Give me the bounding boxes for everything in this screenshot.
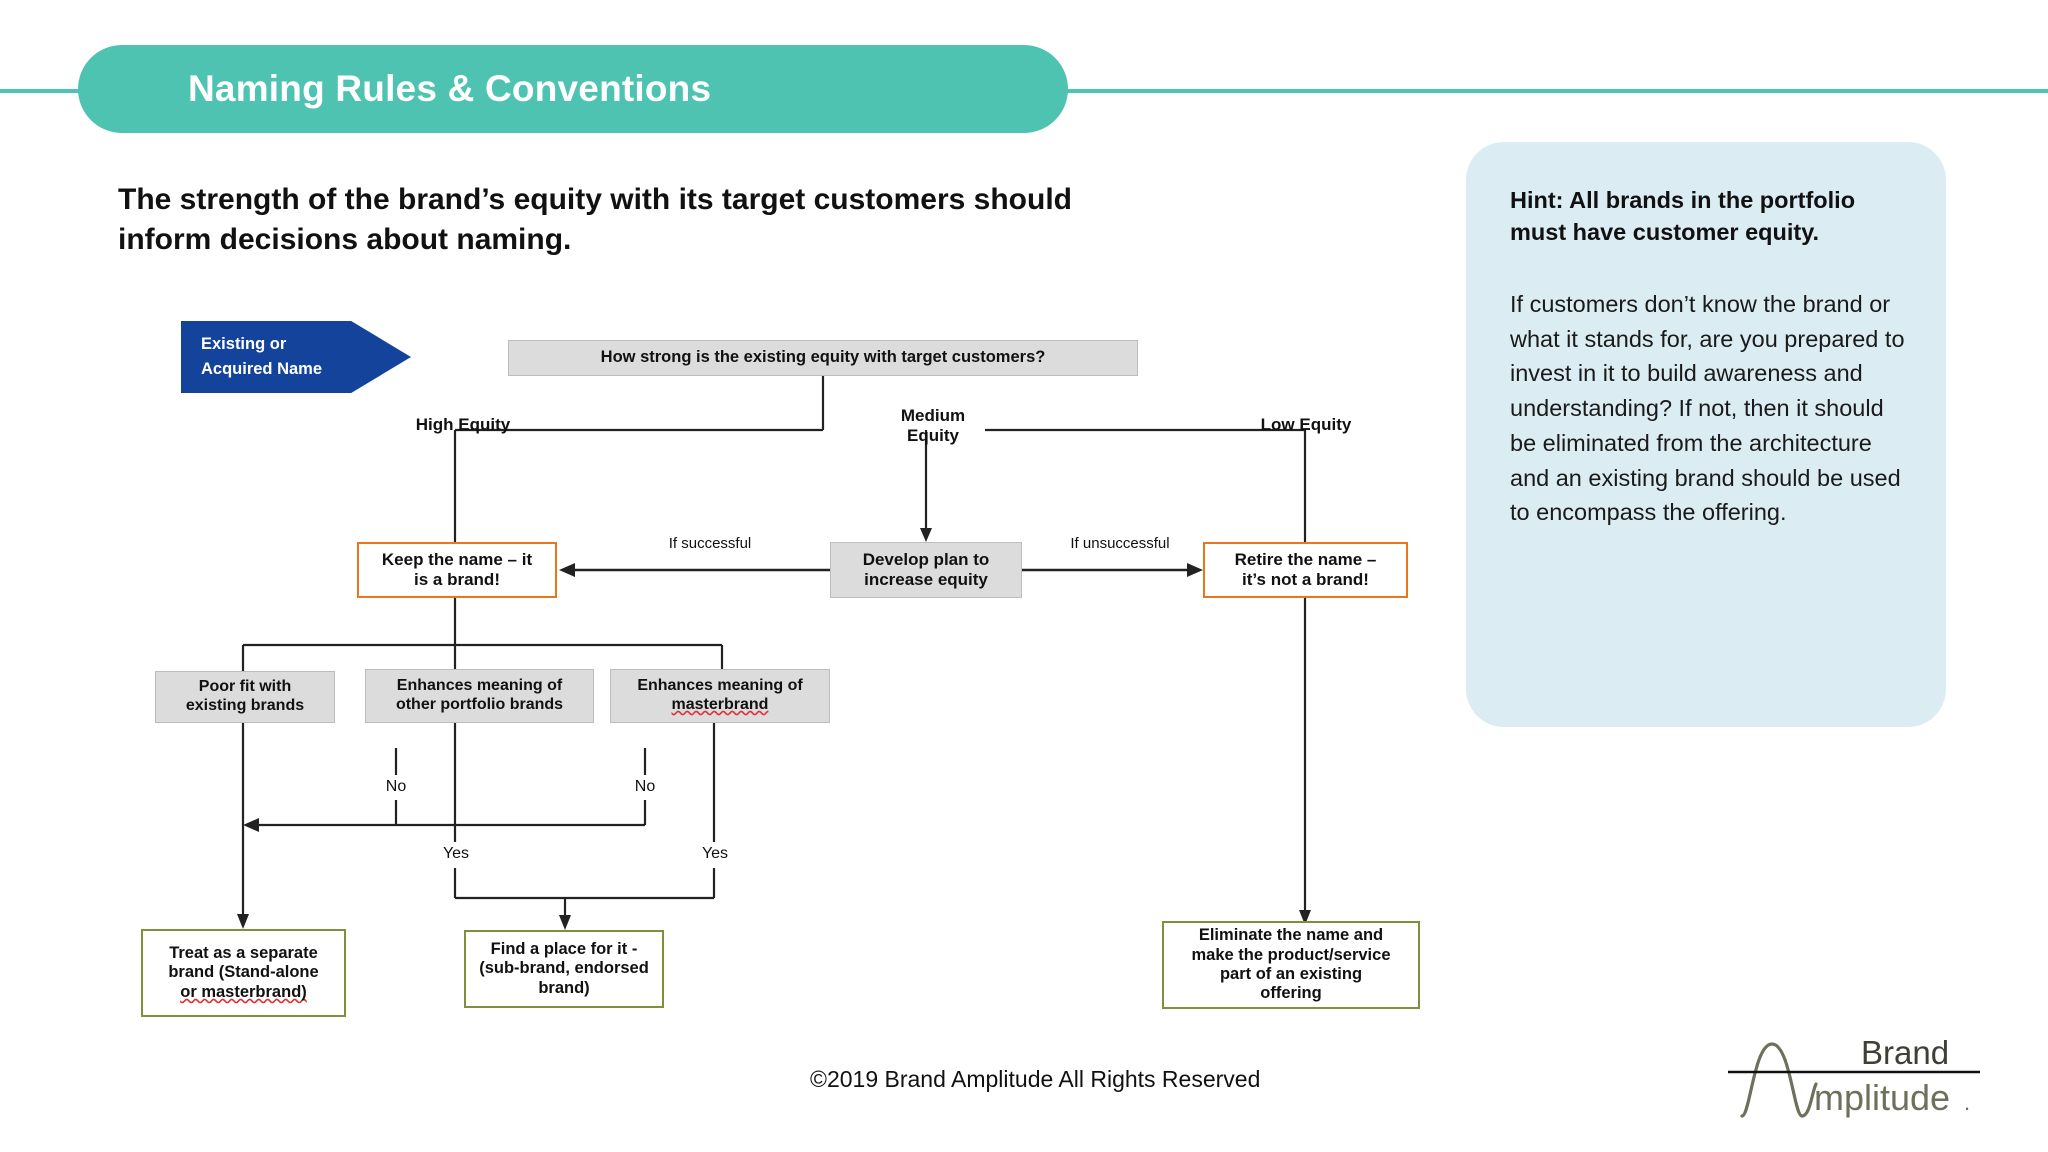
node-other-portfolio-line-2: other portfolio brands: [395, 696, 564, 713]
question-text: How strong is the existing equity with t…: [600, 348, 1046, 367]
node-poor-fit-line-2: existing brands: [185, 697, 305, 714]
node-find-line-2: (sub-brand, endorsed: [479, 959, 649, 978]
start-banner-line-2: Acquired Name: [201, 360, 323, 378]
logo-word-brand: Brand: [1861, 1034, 1949, 1071]
node-eliminate-line-2: make the product/service: [1191, 945, 1391, 964]
node-retire-the-name: Retire the name – it’s not a brand!: [1203, 542, 1408, 598]
start-banner-line-1: Existing or: [201, 335, 287, 354]
hint-heading: Hint: All brands in the portfolio must h…: [1510, 187, 1856, 246]
node-eliminate-line-3: part of an existing: [1219, 965, 1363, 983]
edge-label-if-successful: If successful: [668, 535, 752, 552]
hint-body: If customers don’t know the brand or wha…: [1510, 290, 1905, 526]
copyright-footer: ©2019 Brand Amplitude All Rights Reserve…: [810, 1066, 1261, 1092]
question-box-equity-strength: How strong is the existing equity with t…: [508, 340, 1138, 376]
brand-amplitude-logo: Brand mplitude .: [1728, 1034, 1980, 1118]
node-develop-plan-to-increase-equity: Develop plan to increase equity: [830, 542, 1022, 598]
node-enhances-meaning-masterbrand: Enhances meaning of masterbrand: [610, 669, 830, 723]
node-eliminate-line-4: offering: [1260, 984, 1322, 1003]
node-treat-line-3: or masterbrand): [180, 982, 307, 1001]
node-poor-fit-with-existing-brands: Poor fit with existing brands: [155, 671, 335, 723]
hint-panel: Hint: All brands in the portfolio must h…: [1466, 142, 1946, 727]
label-high-equity: High Equity: [415, 415, 511, 434]
node-treat-as-separate-brand: Treat as a separate brand (Stand-alone o…: [141, 929, 346, 1017]
node-poor-fit-line-1: Poor fit with: [198, 678, 292, 696]
node-retire-line-2: it’s not a brand!: [1242, 570, 1369, 589]
branch-label-yes-2: Yes: [701, 845, 729, 862]
node-keep-line-1: Keep the name – it: [381, 549, 533, 569]
node-enhances-meaning-other-portfolio-brands: Enhances meaning of other portfolio bran…: [365, 669, 594, 723]
edge-label-if-unsuccessful: If unsuccessful: [1070, 535, 1170, 552]
node-retire-line-1: Retire the name –: [1234, 549, 1377, 569]
logo-word-amplitude: mplitude: [1814, 1077, 1950, 1118]
slide-subtitle: The strength of the brand’s equity with …: [118, 183, 1072, 256]
slide-title-banner: Naming Rules & Conventions: [78, 45, 1068, 133]
node-develop-line-2: increase equity: [864, 570, 988, 589]
node-keep-line-2: is a brand!: [414, 570, 500, 589]
node-masterbrand-line-2: masterbrand: [671, 696, 769, 713]
node-treat-line-2: brand (Stand-alone: [168, 963, 319, 982]
node-find-a-place-for-it: Find a place for it - (sub-brand, endors…: [464, 930, 664, 1008]
node-masterbrand-line-1: Enhances meaning of: [637, 677, 803, 695]
label-medium-equity-line-1: Medium: [900, 406, 966, 425]
node-other-portfolio-line-1: Enhances meaning of: [396, 677, 563, 695]
node-treat-line-1: Treat as a separate: [169, 943, 318, 962]
branch-label-yes-1: Yes: [442, 845, 470, 862]
label-low-equity: Low Equity: [1260, 415, 1352, 434]
node-develop-line-1: Develop plan to: [862, 549, 990, 569]
start-banner-existing-or-acquired-name: Existing or Acquired Name: [181, 321, 411, 393]
branch-label-no-2: No: [634, 778, 656, 795]
branch-label-no-1: No: [385, 778, 407, 795]
node-eliminate-line-1: Eliminate the name and: [1198, 926, 1384, 945]
node-find-line-1: Find a place for it -: [490, 939, 638, 958]
logo-period: .: [1964, 1090, 1970, 1115]
node-find-line-3: brand): [538, 978, 590, 997]
label-medium-equity: Medium Equity: [878, 406, 988, 446]
label-medium-equity-line-2: Equity: [907, 426, 959, 446]
page-title: Naming Rules & Conventions: [188, 68, 712, 109]
node-eliminate-the-name: Eliminate the name and make the product/…: [1162, 921, 1420, 1009]
node-keep-the-name: Keep the name – it is a brand!: [357, 542, 557, 598]
